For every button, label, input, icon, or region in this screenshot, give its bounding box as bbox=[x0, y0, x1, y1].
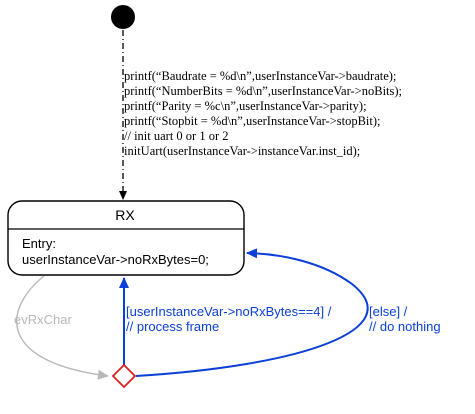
transition-process-frame-label: [userInstanceVar->noRxBytes==4] / // pro… bbox=[126, 304, 335, 334]
state-rx[interactable]: RX Entry: userInstanceVar->noRxBytes=0; bbox=[7, 200, 245, 276]
initial-action-line: printf(“Parity = %c\n”,userInstanceVar->… bbox=[124, 99, 367, 113]
initial-action-line: printf(“Stopbit = %d\n”,userInstanceVar-… bbox=[124, 114, 381, 128]
initial-action-text: printf(“Baudrate = %d\n”,userInstanceVar… bbox=[124, 69, 405, 158]
transition-evrxchar[interactable] bbox=[16, 275, 109, 380]
transition-process-frame-action: // process frame bbox=[126, 319, 219, 334]
initial-action-line: // init uart 0 or 1 or 2 bbox=[124, 129, 229, 143]
transition-else[interactable] bbox=[135, 248, 369, 377]
initial-action-line: printf(“Baudrate = %d\n”,userInstanceVar… bbox=[124, 69, 396, 83]
initial-node[interactable] bbox=[111, 5, 135, 29]
state-rx-entry-label: Entry: bbox=[22, 236, 56, 251]
initial-action-line: initUart(userInstanceVar->instanceVar.in… bbox=[124, 144, 360, 158]
state-rx-box[interactable] bbox=[7, 200, 245, 276]
choice-node[interactable] bbox=[111, 363, 137, 389]
transition-else-guard: [else] / bbox=[369, 304, 408, 319]
transition-else-action: // do nothing bbox=[369, 319, 441, 334]
transition-else-label: [else] / // do nothing bbox=[369, 304, 441, 334]
state-rx-title: RX bbox=[115, 207, 135, 223]
state-rx-entry-action: userInstanceVar->noRxBytes=0; bbox=[22, 252, 209, 267]
initial-action-line: printf(“NumberBits = %d\n”,userInstanceV… bbox=[124, 84, 402, 98]
transition-process-frame-guard: [userInstanceVar->noRxBytes==4] / bbox=[126, 304, 332, 319]
transition-evrxchar-label: evRxChar bbox=[14, 312, 72, 327]
